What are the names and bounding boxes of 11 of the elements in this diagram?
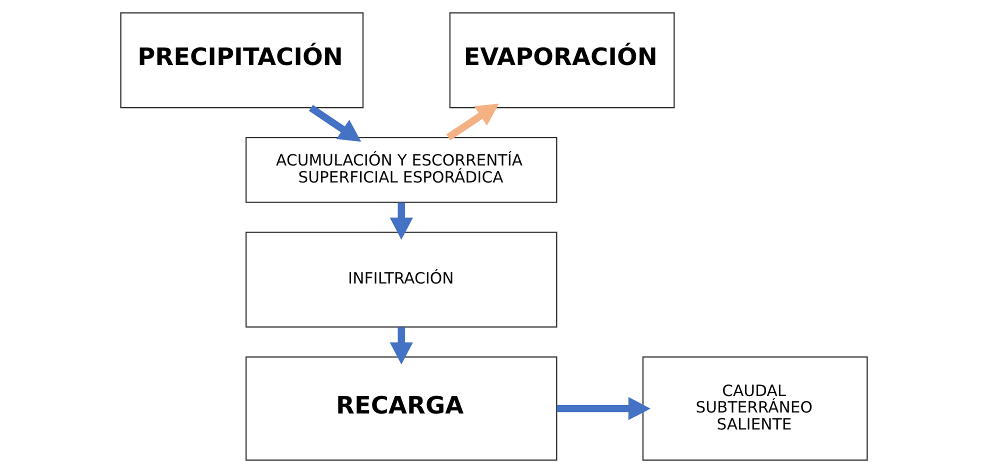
arrow: [389, 202, 412, 240]
node-box: INFILTRACIÓN: [245, 232, 557, 328]
arrow: [556, 396, 650, 420]
node-box: EVAPORACIÓN: [448, 12, 674, 108]
arrow: [308, 104, 361, 142]
node-box: ACUMULACIÓN Y ESCORRENTÍA SUPERFICIAL ESPORÁDICA: [245, 136, 557, 203]
node-box: PRECIPITACIÓN: [120, 12, 364, 108]
node-box: RECARGA: [245, 356, 557, 461]
node-box: CAUDAL SUBTERRÁNEO SALIENTE: [642, 356, 868, 461]
arrow: [389, 327, 412, 364]
arrow: [446, 104, 498, 140]
